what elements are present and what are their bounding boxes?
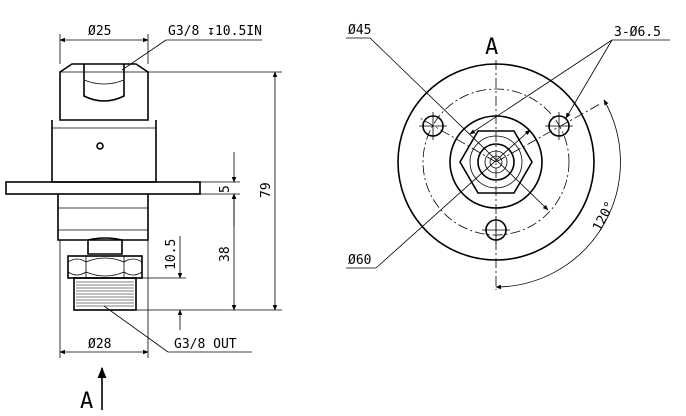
dim-thread-length: 10.5 <box>136 236 186 330</box>
body-cylinder <box>51 120 157 183</box>
flange-diameter-label: Ø60 <box>348 253 371 268</box>
thread-length-label: 10.5 <box>164 239 179 270</box>
thread-hatch <box>76 281 134 307</box>
dim-hole-callout: 3-Ø6.5 <box>469 25 670 135</box>
inlet-thread-label: G3/8 ↧10.5IN <box>168 24 262 39</box>
dim-total-height: 79 <box>136 71 282 311</box>
view-arrow-label: A <box>80 389 93 414</box>
view-a-title: A <box>485 35 498 60</box>
view-a: A Ø45 3-Ø6.5 <box>346 23 670 290</box>
lower-body <box>57 194 149 241</box>
outlet-thread-label: G3/8 OUT <box>174 337 237 352</box>
dim-top-diameter: Ø25 <box>59 24 149 64</box>
dim-flange-diameter: Ø60 <box>346 129 531 269</box>
dim-lower-height: 38 <box>218 193 237 311</box>
total-height-label: 79 <box>259 182 274 198</box>
vent-hole <box>96 142 104 150</box>
dim-outlet-thread: G3/8 OUT <box>103 305 252 353</box>
hole-callout-label: 3-Ø6.5 <box>614 25 661 40</box>
flange <box>5 181 201 195</box>
hole-angle-label: 120° <box>590 199 618 234</box>
top-diameter-label: Ø25 <box>88 24 111 39</box>
small-nut <box>87 237 123 255</box>
view-arrow: A <box>80 366 107 414</box>
outlet-thread <box>73 277 137 311</box>
dim-pitch-circle: Ø45 <box>346 23 549 211</box>
side-view: Ø25 G3/8 ↧10.5IN Ø28 G3/8 OUT 79 <box>5 24 282 414</box>
flange-thickness-label: 5 <box>218 185 233 193</box>
dim-outlet-diameter: Ø28 <box>59 240 149 358</box>
outlet-diameter-label: Ø28 <box>88 337 111 352</box>
dim-inlet-thread: G3/8 ↧10.5IN <box>121 24 262 71</box>
top-slot <box>83 64 125 102</box>
pitch-circle-label: Ø45 <box>348 23 371 38</box>
lower-height-label: 38 <box>218 246 233 262</box>
